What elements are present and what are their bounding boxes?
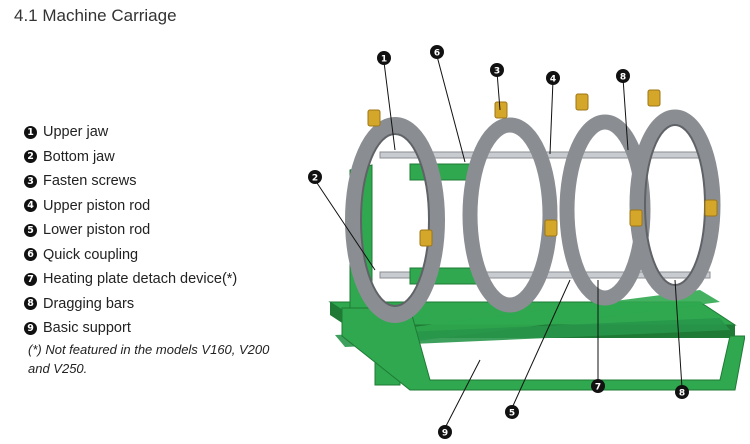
legend-item: 5 Lower piston rod (24, 218, 237, 243)
footnote: (*) Not featured in the models V160, V20… (28, 342, 270, 376)
legend-item: 8 Dragging bars (24, 292, 237, 317)
legend-label: Quick coupling (43, 246, 139, 263)
number-badge: 6 (24, 248, 37, 262)
legend-label: Dragging bars (43, 295, 135, 312)
legend-item: 9 Basic support (24, 316, 237, 341)
callout-badge (505, 405, 519, 419)
callout-badge (675, 385, 689, 399)
legend-label: Lower piston rod (43, 222, 151, 239)
callout-number: 6 (434, 49, 440, 59)
callout-badge (546, 71, 560, 85)
number-badge: 7 (24, 272, 37, 286)
number-badge: 9 (24, 321, 37, 335)
callout-number: 8 (679, 389, 685, 399)
callout-badge (616, 69, 630, 83)
legend-item: 3 Fasten screws (24, 169, 237, 194)
callout-badge (377, 51, 391, 65)
callout-number: 1 (381, 55, 387, 65)
number-badge: 8 (24, 297, 37, 311)
callout-badge (591, 379, 605, 393)
legend-item: 7 Heating plate detach device(*) (24, 267, 237, 292)
callout-number: 7 (595, 383, 601, 393)
callout-number: 2 (312, 174, 318, 184)
callouts (314, 55, 683, 429)
legend-item: 4 Upper piston rod (24, 194, 237, 219)
callout-badge (430, 45, 444, 59)
callout-badge (490, 63, 504, 77)
number-badge: 5 (24, 223, 37, 237)
machine-carriage-figure: 1 6 3 4 8 2 9 5 7 8 (308, 45, 745, 439)
number-badge: 1 (24, 125, 37, 139)
number-badge: 3 (24, 174, 37, 188)
legend-label: Basic support (43, 320, 131, 337)
legend-item: 1 Upper jaw (24, 120, 237, 145)
legend-label: Upper piston rod (43, 197, 151, 214)
legend-label: Bottom jaw (43, 148, 115, 165)
legend-label: Fasten screws (43, 173, 137, 190)
legend-label: Heating plate detach device(*) (43, 271, 238, 288)
page-title: 4.1 Machine Carriage (14, 6, 177, 25)
legend-label: Upper jaw (43, 124, 109, 141)
callout-number: 5 (509, 409, 515, 419)
legend-item: 6 Quick coupling (24, 243, 237, 268)
callout-number: 3 (494, 67, 500, 77)
callout-badge (438, 425, 452, 439)
clamp-jaws (345, 109, 721, 323)
fasten-screws (367, 89, 718, 247)
callout-number: 9 (442, 429, 448, 439)
callout-badge (308, 170, 322, 184)
callout-badges: 1 6 3 4 8 2 9 5 7 8 (308, 45, 689, 439)
number-badge: 2 (24, 150, 37, 164)
callout-number: 4 (550, 75, 556, 85)
legend-item: 2 Bottom jaw (24, 145, 237, 170)
number-badge: 4 (24, 199, 37, 213)
callout-number: 8 (620, 73, 626, 83)
